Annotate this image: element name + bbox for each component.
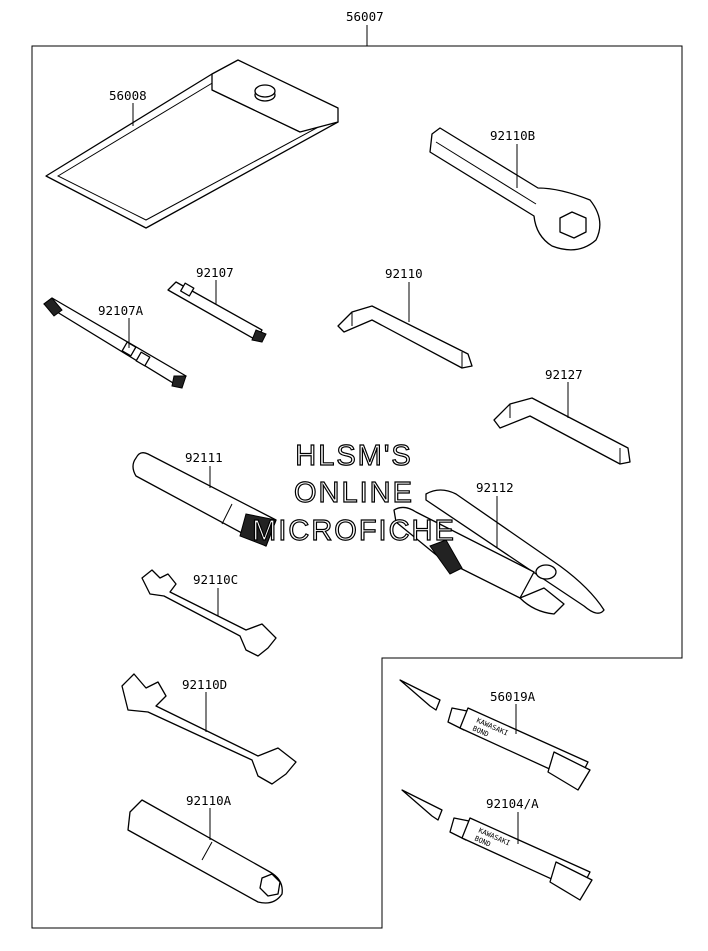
socket-wrench-drawing [127, 799, 283, 904]
watermark-line1: HLSM'S [295, 440, 412, 472]
assembly-number-label: 56007 [346, 9, 384, 24]
screwdriver-bit-a-label: 92107A [98, 303, 144, 318]
watermark-line3: MICROFICHE [252, 515, 456, 547]
box-wrench-drawing [429, 127, 601, 251]
screwdriver-bit-label: 92107 [196, 265, 234, 280]
wrench-d-label: 92110D [182, 677, 227, 692]
bond-1-label: 56019A [490, 689, 536, 704]
tool-bag-label: 56008 [109, 88, 147, 103]
wrench-c-drawing [141, 569, 277, 657]
wrench-c-label: 92110C [193, 572, 238, 587]
watermark-line2: ONLINE [294, 477, 414, 509]
wrench-d-drawing [121, 673, 297, 785]
socket-wrench-label: 92110A [186, 793, 232, 808]
handle-label: 92111 [185, 450, 223, 465]
hex-key-large-label: 92127 [545, 367, 583, 382]
handle-drawing [132, 452, 277, 547]
assembly-outline [31, 45, 683, 929]
hex-key-large-drawing [493, 397, 631, 465]
screwdriver-bit-a-drawing [43, 297, 187, 389]
screwdriver-bit-drawing [167, 281, 267, 343]
pliers-drawing [393, 489, 605, 615]
bond-tube-2-drawing: KAWASAKI BOND [401, 789, 593, 901]
hex-key-drawing [337, 305, 473, 369]
box-wrench-label: 92110B [490, 128, 535, 143]
pliers-label: 92112 [476, 480, 514, 495]
bond-2-label: 92104/A [486, 796, 539, 811]
tool-bag-drawing [45, 59, 339, 229]
hex-key-label: 92110 [385, 266, 423, 281]
